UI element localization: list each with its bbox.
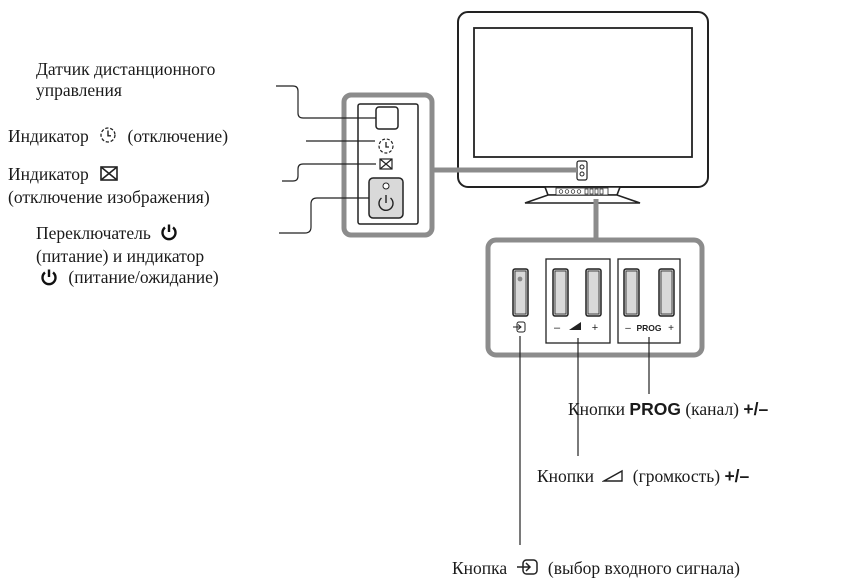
input-symbol-icon (513, 321, 526, 333)
front-panel-zoom (341, 92, 435, 238)
power-line3: (питание/ожидание) (68, 267, 219, 288)
volume-minus-button (552, 268, 569, 317)
remote-sensor-label: Датчик дистанционного управления (36, 59, 215, 101)
prog-plus-mark: + (668, 323, 674, 334)
tv-sensor-window (576, 160, 588, 181)
volume-buttons-label: Кнопки (громкость) +/– (537, 466, 749, 488)
input-button (512, 268, 529, 317)
leader-remote-sensor (276, 85, 376, 119)
prog-minus-button (623, 268, 640, 317)
input-led (517, 276, 523, 282)
prog-minus-mark: – (625, 323, 631, 334)
volume-plus-mark: + (592, 322, 598, 334)
tv-sensor-dot-2 (579, 171, 585, 177)
leader-lines (276, 85, 650, 545)
prog-label-mid: (канал) (685, 399, 740, 419)
volume-label-pm: +/– (724, 466, 750, 486)
volume-minus-mark: – (554, 322, 561, 334)
power-line1: Переключатель (36, 223, 151, 243)
power-standby-icon (40, 268, 58, 291)
timer-indicator-suffix: (отключение) (127, 126, 229, 146)
prog-label-prefix: Кнопки (568, 399, 626, 419)
tv-sensor-dot (579, 164, 585, 170)
timer-indicator-label: Индикатор (отключение) (8, 126, 228, 149)
input-label-prefix: Кнопка (452, 558, 508, 578)
tv-screen (473, 27, 693, 158)
volume-icon (601, 467, 624, 488)
input-button-label: Кнопка (выбор входного сигнала) (452, 558, 740, 581)
volume-label-mid: (громкость) (632, 466, 721, 486)
power-led (382, 182, 390, 190)
power-switch-label: Переключатель (питание) и индикатор (пит… (36, 223, 219, 291)
prog-plus-button (658, 268, 675, 317)
input-label-suffix: (выбор входного сигнала) (547, 558, 740, 578)
timer-icon (99, 126, 117, 149)
remote-sensor-label-line2: управления (36, 80, 122, 100)
volume-symbol-icon (569, 322, 581, 330)
timer-indicator-icon (378, 138, 394, 154)
prog-mark: PROG (636, 323, 661, 333)
power-symbol-icon (378, 195, 394, 212)
tv-set (457, 11, 709, 204)
input-icon (516, 558, 540, 581)
remote-sensor-window (375, 106, 399, 130)
picture-off-prefix: Индикатор (8, 164, 89, 184)
power-icon (160, 223, 178, 246)
leader-picture-off (282, 163, 376, 182)
picture-off-indicator-label: Индикатор (отключение изображения) (8, 164, 210, 208)
remote-sensor-label-line1: Датчик дистанционного (36, 59, 216, 79)
picture-off-icon (99, 165, 119, 187)
prog-buttons-label: Кнопки PROG (канал) +/– (568, 399, 768, 420)
callout-connectors (432, 167, 599, 240)
timer-indicator-prefix: Индикатор (8, 126, 89, 146)
picture-off-indicator-icon (379, 158, 393, 170)
tv-side-buttons (555, 187, 609, 196)
prog-label-pm: +/– (743, 399, 769, 419)
leader-power (279, 197, 369, 234)
side-panel-zoom: – + – PROG + (485, 237, 705, 358)
prog-label-bold: PROG (629, 399, 681, 419)
volume-plus-button (585, 268, 602, 317)
power-line2: (питание) и индикатор (36, 246, 205, 267)
tv-base (524, 194, 641, 204)
picture-off-line2: (отключение изображения) (8, 186, 210, 207)
volume-label-prefix: Кнопки (537, 466, 595, 486)
